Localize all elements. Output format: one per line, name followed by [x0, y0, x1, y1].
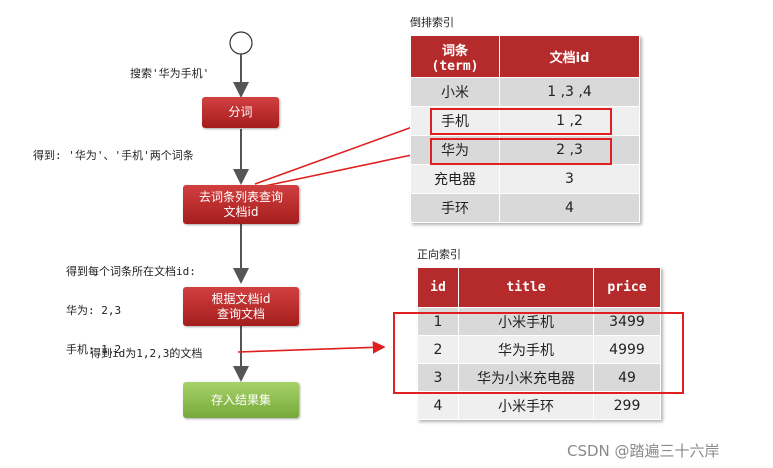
id-cell: 4 [417, 391, 459, 420]
forward-index-caption: 正向索引 [417, 248, 461, 261]
docid-note-line2: 华为: 2,3 [66, 304, 122, 317]
highlight-shouji-row [430, 108, 612, 135]
term-lookup-line2: 文档id [223, 204, 259, 219]
table-row: 华为 2 ,3 [410, 135, 640, 165]
header-price: price [593, 267, 661, 308]
price-cell: 49 [593, 363, 661, 392]
term-cell: 手机 [410, 106, 500, 136]
forward-index-table: id title price 1 小米手机 3499 2 华为手机 4999 3… [417, 267, 661, 420]
arrow-to-shouji [254, 119, 428, 185]
table-row: 4 小米手环 299 [417, 391, 661, 420]
header-id: id [417, 267, 459, 308]
inverted-index-caption: 倒排索引 [410, 16, 454, 29]
table-row: 手机 1 ,2 [410, 106, 640, 136]
highlight-huawei-row [430, 138, 612, 165]
term-cell: 手环 [410, 193, 500, 223]
docid-cell: 4 [499, 193, 640, 223]
docid-cell: 3 [499, 164, 640, 194]
arrow-to-forward-index [237, 340, 386, 354]
inverted-index-table: 词条 (term) 文档id 小米 1 ,3 ,4 手机 1 ,2 华为 2 ,… [410, 35, 640, 223]
term-lookup-step: 去词条列表查询 文档id [183, 185, 299, 224]
table-row: 3 华为小米充电器 49 [417, 363, 661, 392]
search-label: 搜索'华为手机' [130, 67, 210, 80]
table-row: 充电器 3 [410, 164, 640, 194]
header-term-line1: 词条 [441, 43, 468, 59]
price-cell: 299 [593, 391, 661, 420]
doc-query-line2: 查询文档 [216, 306, 265, 321]
term-cell: 华为 [410, 135, 500, 165]
tokenize-step-label: 分词 [228, 105, 253, 119]
term-cell: 充电器 [410, 164, 500, 194]
id-cell: 3 [417, 363, 459, 392]
docid-cell: 2 ,3 [499, 135, 640, 165]
header-docid: 文档id [499, 35, 640, 78]
header-title: title [458, 267, 594, 308]
docid-note-line3: 手机: 1,2 [66, 343, 122, 356]
table-row: 2 华为手机 4999 [417, 335, 661, 364]
table-row: 小米 1 ,3 ,4 [410, 77, 640, 107]
doc-query-step: 根据文档id 查询文档 [183, 287, 299, 326]
term-cell: 小米 [410, 77, 500, 107]
arrow-to-huawei [254, 148, 428, 189]
title-cell: 华为手机 [458, 335, 594, 364]
docid-note: 得到每个词条所在文档id: 华为: 2,3 手机: 1,2 [66, 239, 196, 369]
highlight-result-rows [393, 312, 684, 394]
docs-note: 得到id为1,2,3的文档 [90, 347, 203, 360]
id-cell: 2 [417, 335, 459, 364]
result-set-label: 存入结果集 [210, 392, 271, 407]
tokens-note: 得到: '华为'、'手机'两个词条 [33, 149, 194, 162]
term-lookup-line1: 去词条列表查询 [198, 189, 283, 204]
header-term-line2: (term) [431, 58, 479, 74]
price-cell: 4999 [593, 335, 661, 364]
result-set-step: 存入结果集 [183, 382, 299, 418]
docid-cell: 1 ,3 ,4 [499, 77, 640, 107]
doc-query-line1: 根据文档id [211, 291, 271, 306]
title-cell: 小米手环 [458, 391, 594, 420]
docid-cell: 1 ,2 [499, 106, 640, 136]
start-node [229, 31, 253, 55]
docid-note-line1: 得到每个词条所在文档id: [66, 265, 196, 278]
watermark: CSDN @踏遍三十六岸 [567, 442, 720, 460]
table-row: 手环 4 [410, 193, 640, 223]
header-term: 词条 (term) [410, 35, 500, 78]
tokenize-step: 分词 [202, 97, 279, 128]
